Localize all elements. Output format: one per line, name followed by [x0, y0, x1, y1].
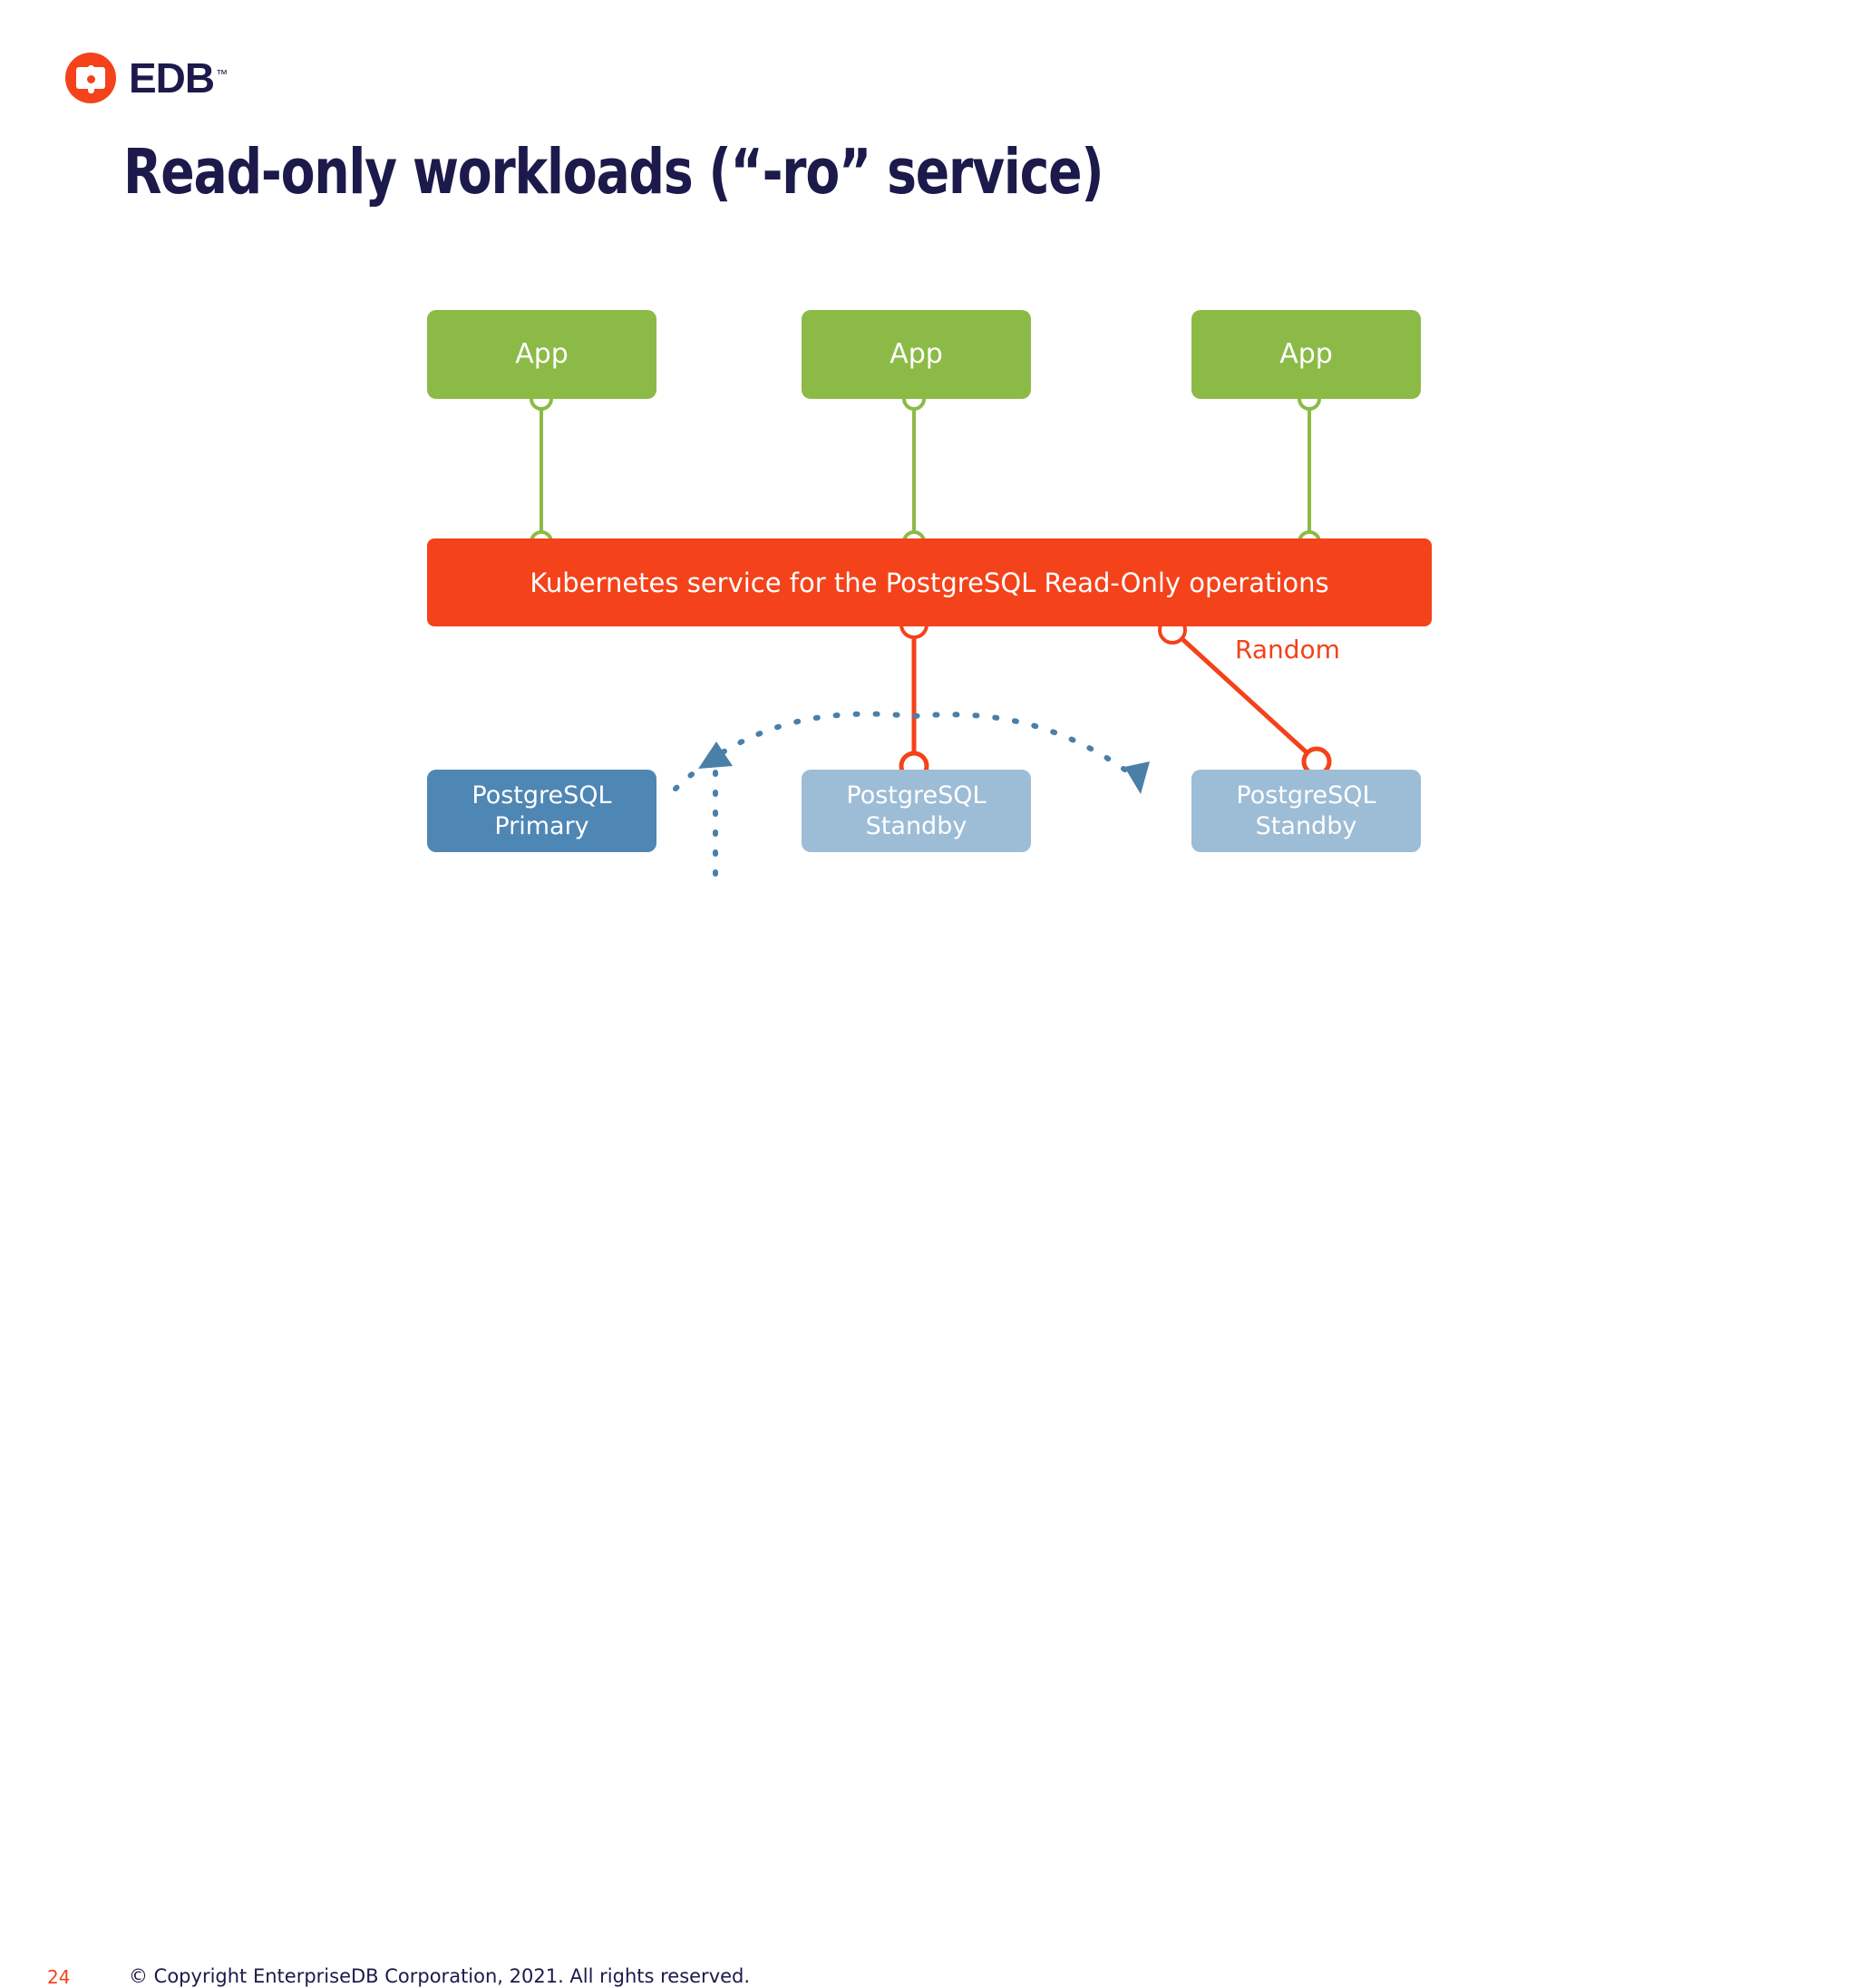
app-node-2[interactable]: App: [802, 310, 1031, 399]
postgres-standby-2-line1: PostgreSQL: [1236, 781, 1376, 810]
app-node-2-label: App: [890, 338, 943, 371]
logo-wordmark-text: EDB: [129, 54, 215, 102]
page-number: 24: [47, 1966, 71, 1988]
app-node-3[interactable]: App: [1191, 310, 1421, 399]
kubernetes-service-label: Kubernetes service for the PostgreSQL Re…: [530, 567, 1329, 598]
copyright-notice: © Copyright EnterpriseDB Corporation, 20…: [129, 1965, 751, 1987]
postgres-primary-line2: Primary: [494, 811, 589, 840]
kubernetes-service-bar[interactable]: Kubernetes service for the PostgreSQL Re…: [427, 538, 1432, 626]
slide-footer: 24 © Copyright EnterpriseDB Corporation,…: [0, 981, 1857, 1988]
app-node-1[interactable]: App: [427, 310, 656, 399]
diagram-connectors: [530, 387, 1332, 884]
architecture-diagram: App App App Kubernetes service for the P…: [427, 310, 1432, 884]
replication-arrowhead-left: [698, 742, 733, 769]
postgres-standby-node-2[interactable]: PostgreSQL Standby: [1191, 770, 1421, 852]
edb-elephant-mark-icon: [65, 53, 116, 103]
postgres-primary-node[interactable]: PostgreSQL Primary: [427, 770, 656, 852]
postgres-standby-1-line2: Standby: [865, 811, 967, 840]
postgres-standby-1-line1: PostgreSQL: [846, 781, 987, 810]
trademark-symbol: ™: [216, 66, 228, 81]
random-routing-label: Random: [1235, 635, 1340, 664]
postgres-standby-2-line2: Standby: [1255, 811, 1357, 840]
postgres-standby-node-1[interactable]: PostgreSQL Standby: [802, 770, 1031, 852]
app-node-3-label: App: [1279, 338, 1333, 371]
page-title: Read-only workloads (“-ro” service): [123, 136, 1104, 208]
replication-arrowhead-right: [1124, 761, 1150, 794]
app-node-1-label: App: [515, 338, 569, 371]
postgres-primary-line1: PostgreSQL: [472, 781, 612, 810]
